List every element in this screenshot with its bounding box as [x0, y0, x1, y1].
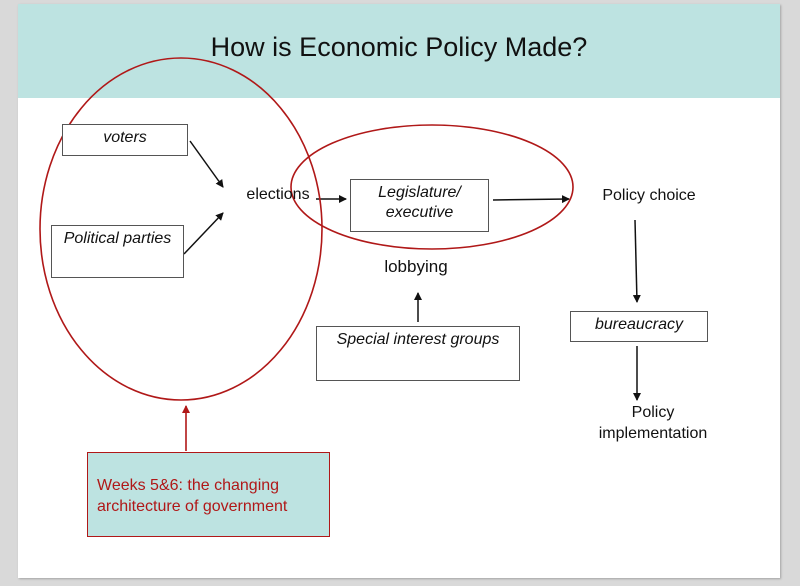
legislature-label-line1: Legislature/	[378, 184, 461, 201]
annotation-note-line2: architecture of government	[97, 498, 288, 515]
arrow-voters-to-elections	[189, 140, 224, 188]
policy-implementation-line2: implementation	[598, 425, 708, 442]
arrow-legislature-to-policy-choice	[492, 195, 570, 204]
bureaucracy-label: bureaucracy	[594, 316, 684, 333]
voters-label: voters	[103, 129, 147, 146]
legislature-box	[350, 179, 489, 232]
special-interest-groups-label: Special interest groups	[336, 331, 500, 348]
highlight-ellipse-electorate	[39, 57, 323, 401]
political-parties-label: Political parties	[63, 230, 172, 247]
policy-choice-label: Policy choice	[602, 187, 696, 204]
elections-label: elections	[246, 186, 310, 203]
voters-box	[62, 124, 188, 156]
bureaucracy-box	[570, 311, 708, 342]
title-band	[18, 4, 780, 98]
diagram-connectors	[39, 57, 641, 451]
lobbying-label: lobbying	[384, 257, 448, 276]
slide-title: How is Economic Policy Made?	[210, 32, 588, 62]
annotation-note-box: Weeks 5&6: the changing architecture of …	[87, 452, 330, 537]
highlight-ellipse-legislature	[290, 124, 574, 250]
slide: How is Economic Policy Made? voters Poli…	[18, 4, 780, 578]
political-parties-box	[51, 225, 184, 278]
special-interest-groups-box	[316, 326, 520, 381]
policy-implementation-line1: Policy	[631, 404, 675, 421]
arrow-parties-to-elections	[183, 212, 224, 255]
annotation-note-line1: Weeks 5&6: the changing	[97, 477, 280, 494]
arrow-policy-choice-to-bureaucracy	[632, 219, 641, 303]
legislature-label-line2: executive	[385, 204, 454, 221]
